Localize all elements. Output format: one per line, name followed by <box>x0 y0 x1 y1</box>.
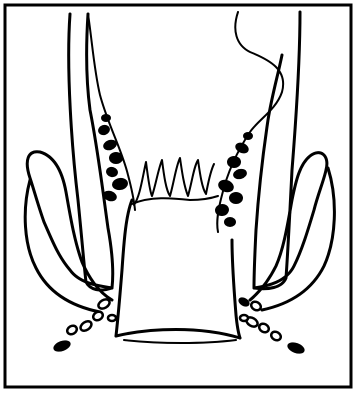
right-rectal-wall <box>254 12 300 289</box>
anal-canal-right <box>232 240 240 338</box>
left-external-sphincter <box>52 298 116 354</box>
dentate-line <box>132 196 218 204</box>
anal-verge <box>116 330 240 339</box>
left-rectal-wall <box>69 14 113 290</box>
right-mucosa-line <box>217 12 283 232</box>
left-mucosa-line <box>88 14 135 210</box>
right-external-sphincter <box>237 296 306 356</box>
right-hemorrhoid-cluster <box>214 132 253 227</box>
anal-canal-left <box>116 200 132 336</box>
anal-verge-lower <box>124 340 236 343</box>
